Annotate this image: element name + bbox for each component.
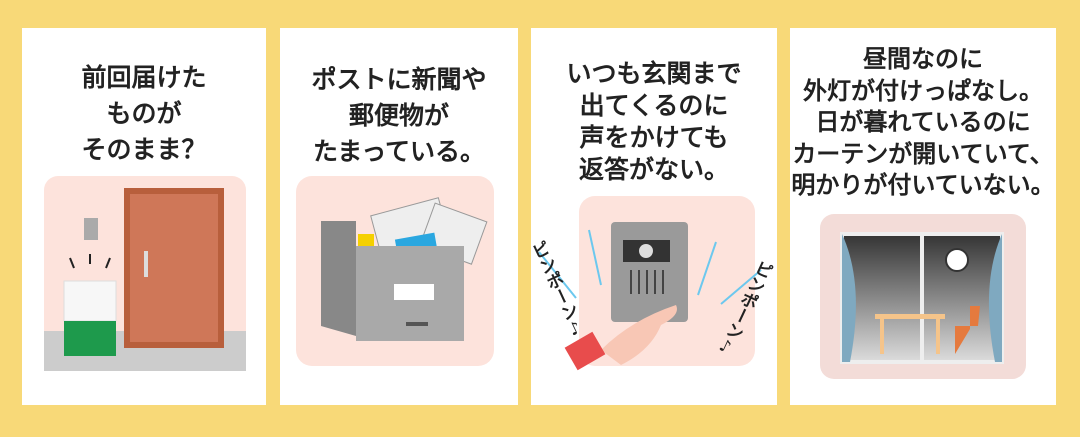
card-lights-curtains: 昼間なのに 外灯が付けっぱなし。 日が暮れているのに カーテンが開いていて、 明… <box>790 28 1056 405</box>
caption-line: カーテンが開いていて、 <box>792 139 1054 168</box>
caption-line: 郵便物が <box>348 101 449 130</box>
caption-line: 声をかけても <box>579 123 729 152</box>
caption-line: 前回届けた <box>81 63 207 92</box>
door-package-illustration <box>44 176 246 371</box>
card-doorbell-no-answer: いつも玄関まで 出てくるのに 声をかけても 返答がない。 ピンポーン♪ ピンポー… <box>526 28 777 405</box>
caption-line: 明かりが付いていない。 <box>791 171 1055 199</box>
mailbox-illustration <box>296 176 494 366</box>
caption-line: 返答がない。 <box>578 155 729 184</box>
card-mailbox-full: ポストに新聞や 郵便物が たまっている。 <box>280 28 518 405</box>
doorbell-illustration <box>538 196 762 371</box>
card-caption: いつも玄関まで 出てくるのに 声をかけても 返答がない。 <box>531 58 777 186</box>
caption-line: 昼間なのに <box>863 45 983 73</box>
caption-line: いつも玄関まで <box>566 59 742 88</box>
caption-line: 外灯が付けっぱなし。 <box>803 76 1043 105</box>
card-caption: 前回届けた ものが そのまま？ <box>22 60 266 168</box>
caption-line: ものが <box>106 99 182 128</box>
caption-line: ポストに新聞や <box>311 65 487 94</box>
window-illustration <box>820 214 1026 379</box>
card-caption: ポストに新聞や 郵便物が たまっている。 <box>280 62 518 170</box>
caption-line: 出てくるのに <box>579 91 729 120</box>
caption-line: 日が暮れているのに <box>815 108 1031 136</box>
caption-line: たまっている。 <box>312 137 485 166</box>
caption-line: そのまま？ <box>81 135 207 164</box>
card-caption: 昼間なのに 外灯が付けっぱなし。 日が暮れているのに カーテンが開いていて、 明… <box>790 44 1056 202</box>
card-uncollected-package: 前回届けた ものが そのまま？ <box>22 28 266 405</box>
